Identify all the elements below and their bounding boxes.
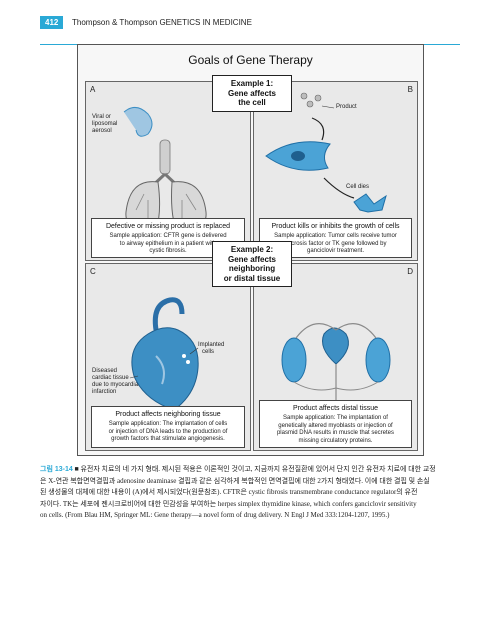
panel-d-sample-4: missing circulatory proteins. [298,437,373,444]
label-diseased-2: cardiac tissue [92,375,129,381]
caption-line-1: ■ 유전자 치료의 네 가지 형태. 제시된 적용은 이론적인 것이고, 지금까… [74,465,436,473]
caption-line-3: 된 생성물의 대체에 대한 내용이 (A)에서 제시되었다(원문참조). CFT… [40,488,418,496]
panel-b-sample-1: Sample application: Tumor cells receive … [274,233,397,239]
panel-b-heading: Product kills or inhibits the growth of … [271,223,400,230]
panel-d-heading: Product affects distal tissue [292,405,379,412]
example-1-box: Example 1: Gene affects the cell [212,75,292,112]
panel-a-sample-1: Sample application: CFTR gene is deliver… [109,233,227,239]
caption-line-2: 은 X-연관 복합면역결핍과 adenosine deaminase 결핍과 같… [40,476,430,485]
panel-a-heading: Defective or missing product is replaced [105,223,231,230]
running-header: 412 Thompson & Thompson GENETICS IN MEDI… [40,16,460,45]
panel-a-sample-3: cystic fibrosis. [149,248,187,254]
example-2-line-1: Example 2: [230,245,274,254]
panel-c: C Implanted cells Diseased cardiac tissu… [85,263,251,451]
panel-c-heading: Product affects neighboring tissue [115,411,221,418]
label-vector-2: liposomal [92,121,118,127]
label-vector-1: Viral or [92,114,111,120]
label-diseased-3: due to myocardial [92,382,140,388]
example-1-line-3: the cell [238,98,266,107]
label-cell-dies: Cell dies [346,184,370,190]
panel-c-sample-1: Sample application: The implantation of … [108,421,228,427]
panel-c-caption: Product affects neighboring tissue Sampl… [91,406,245,448]
label-implanted-2: cells [202,349,215,355]
panel-letter: A [90,85,96,94]
caption-label: 그림 13-14 [40,466,73,473]
running-title: Thompson & Thompson GENETICS IN MEDICINE [72,18,252,27]
heart-illustration [129,297,199,411]
page-number: 412 [40,16,64,29]
panel-letter: C [90,267,96,276]
panel-c-sample-3: growth factors that stimulate angiogenes… [111,436,225,442]
figure-caption: 그림 13-14 ■ 유전자 치료의 네 가지 형태. 제시된 적용은 이론적인… [40,464,460,522]
circulation-illustration [281,323,391,404]
example-2-line-2: Gene affects [227,254,277,264]
panel-d-sample-2: genetically altered myoblasts or injecti… [278,422,393,429]
label-implanted-1: Implanted [198,342,225,348]
panel-d: D Product affects distal tissue Sample a… [253,263,418,451]
panel-a-sample-2: to airway epithelium in a patient with [119,240,217,247]
caption-line-4: 자이다. TK는 세포에 젠시크로비어에 대한 민감성을 부여하는 herpes… [40,499,417,508]
example-2-line-3: neighboring [228,264,276,273]
figure-title: Goals of Gene Therapy [188,53,313,67]
panel-d-sample-3: plasmid DNA results in muscle that secre… [276,430,395,436]
example-1-line-1: Example 1: [230,79,274,88]
panel-c-sample-2: or injection of DNA leads to the product… [108,428,228,435]
tumor-cell-illustration [265,92,387,213]
label-diseased-1: Diseased [92,368,118,374]
label-product: Product [336,104,357,110]
panel-letter: D [407,267,413,276]
example-2-line-4: or distal tissue [223,273,281,283]
figure-goals-of-gene-therapy: Goals of Gene Therapy A Viral or liposom… [77,44,424,456]
label-diseased-4: infarction [92,389,117,395]
panel-b-sample-2: necrosis factor or TK gene followed by [284,240,387,247]
caption-line-5: on cells. (From Blau HM, Springer ML: Ge… [40,511,390,519]
panel-b-sample-3: ganciclovir treatment. [306,248,365,254]
example-2-box: Example 2: Gene affects neighboring or d… [212,241,292,287]
label-vector-3: aerosol [92,128,112,134]
panel-d-sample-1: Sample application: The implantation of [283,415,388,421]
panel-d-caption: Product affects distal tissue Sample app… [259,400,412,448]
panel-letter: B [407,85,413,94]
example-1-line-2: Gene affects [227,88,277,98]
